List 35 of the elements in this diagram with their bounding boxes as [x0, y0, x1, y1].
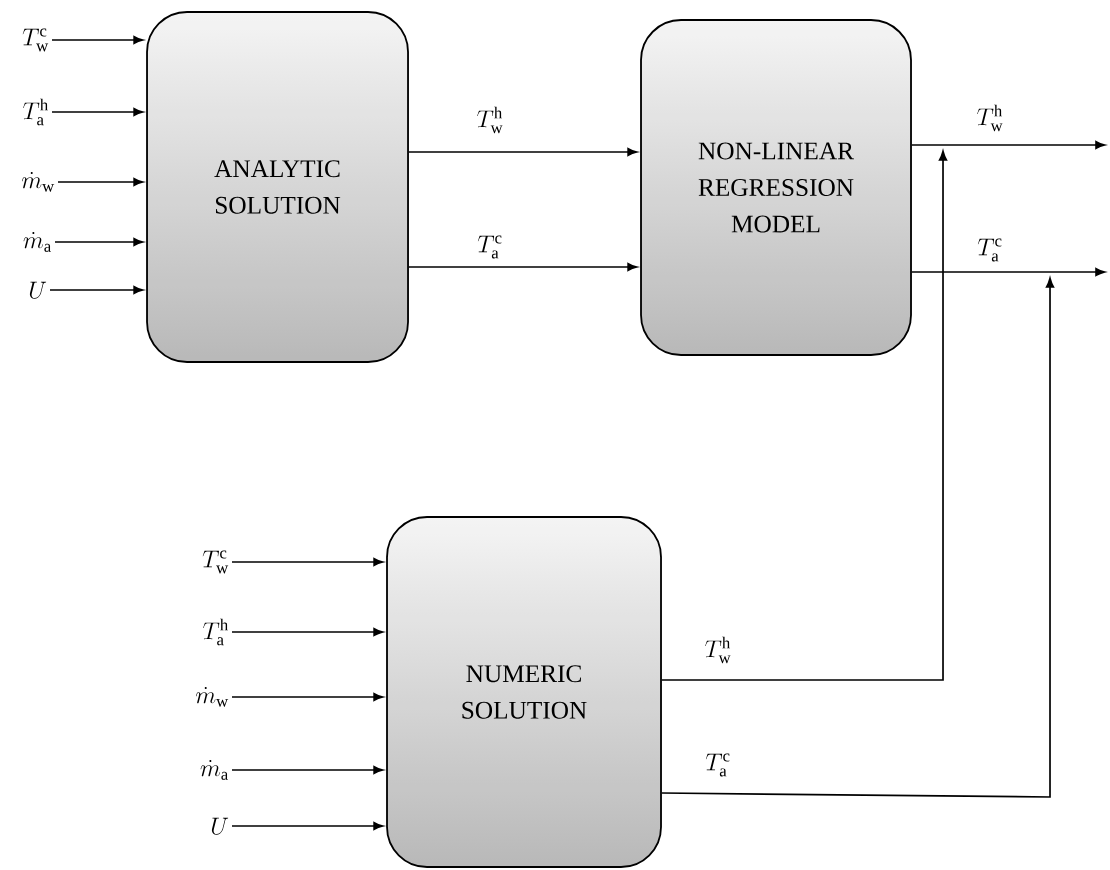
input-label: $\dot{m}_{\mathrm{a}}$ [23, 232, 51, 252]
arrow [408, 262, 638, 272]
process-box: NON-LINEAR REGRESSION MODEL [640, 19, 912, 356]
arrow [51, 35, 144, 45]
process-box: NUMERIC SOLUTION [386, 516, 662, 868]
input-label: $U$ [29, 281, 47, 299]
arrow [408, 147, 638, 157]
input-label: $\dot{m}_{\mathrm{w}}$ [22, 172, 55, 192]
arrow [57, 177, 144, 187]
edge-label: $T_{\mathrm{a}}^{\mathrm{c}}$ [975, 237, 1005, 263]
input-label: $\dot{m}_{\mathrm{w}}$ [196, 687, 229, 707]
arrow [231, 627, 384, 637]
input-label: $T_{\mathrm{a}}^{\mathrm{h}}$ [203, 618, 228, 646]
process-box: ANALYTIC SOLUTION [146, 11, 409, 363]
arrow [231, 765, 384, 775]
input-label: $T_{\mathrm{w}}^{\mathrm{c}}$ [202, 550, 229, 574]
arrow [231, 821, 384, 831]
arrow [49, 285, 144, 295]
edge-label: $T_{\mathrm{w}}^{\mathrm{h}}$ [703, 635, 733, 665]
arrow [661, 277, 1055, 798]
input-label: $T_{\mathrm{a}}^{\mathrm{h}}$ [23, 98, 48, 126]
input-label: $T_{\mathrm{w}}^{\mathrm{c}}$ [22, 28, 49, 52]
edge-label: $T_{\mathrm{a}}^{\mathrm{c}}$ [703, 752, 733, 778]
arrow [54, 237, 144, 247]
edge-label: $T_{\mathrm{a}}^{\mathrm{c}}$ [475, 234, 505, 260]
input-label: $U$ [211, 817, 229, 835]
arrow [661, 150, 948, 681]
edge-label: $T_{\mathrm{w}}^{\mathrm{h}}$ [975, 103, 1005, 133]
input-label: $\dot{m}_{\mathrm{a}}$ [200, 760, 228, 780]
arrow [911, 267, 1106, 277]
edge-label: $T_{\mathrm{w}}^{\mathrm{h}}$ [475, 105, 505, 135]
arrow [51, 107, 144, 117]
arrow [231, 692, 384, 702]
arrow [911, 140, 1106, 150]
arrow [231, 557, 384, 567]
